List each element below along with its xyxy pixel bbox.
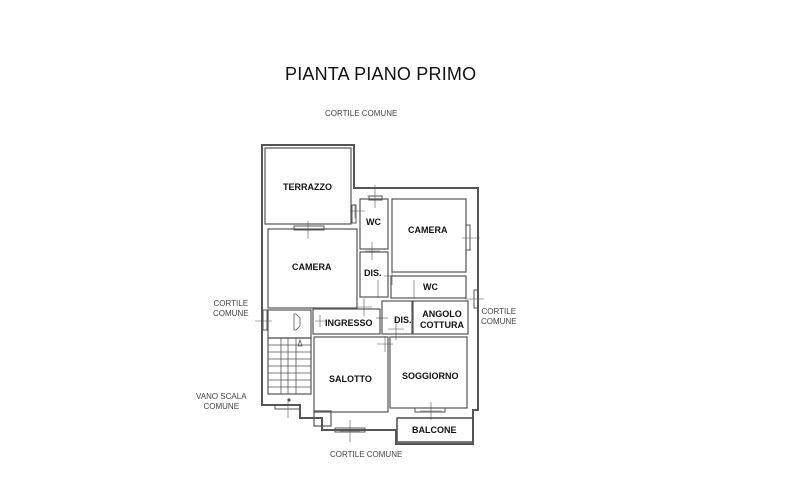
label-courtyard-bottom: CORTILE COMUNE [330,450,403,459]
room-ingresso: INGRESSO [325,318,373,328]
room-balcone: BALCONE [412,425,457,435]
room-camera-left: CAMERA [292,262,332,272]
room-soggiorno: SOGGIORNO [402,371,459,381]
room-salotto: SALOTTO [329,374,372,384]
room-angolo-cottura: ANGOLO COTTURA [420,309,464,330]
room-dis-2: DIS. [394,315,412,325]
plan-title: PIANTA PIANO PRIMO [285,64,477,84]
room-wc-2: WC [423,282,438,292]
room-terrazzo: TERRAZZO [283,182,332,192]
room-camera-right: CAMERA [408,225,448,235]
label-courtyard-left: CORTILE COMUNE [213,299,249,318]
room-dis-1: DIS. [364,268,382,278]
label-courtyard-top: CORTILE COMUNE [325,109,398,118]
label-courtyard-right: CORTILE COMUNE [481,307,517,326]
label-stairwell: VANO SCALA COMUNE [196,392,247,411]
room-wc-1: WC [366,217,381,227]
